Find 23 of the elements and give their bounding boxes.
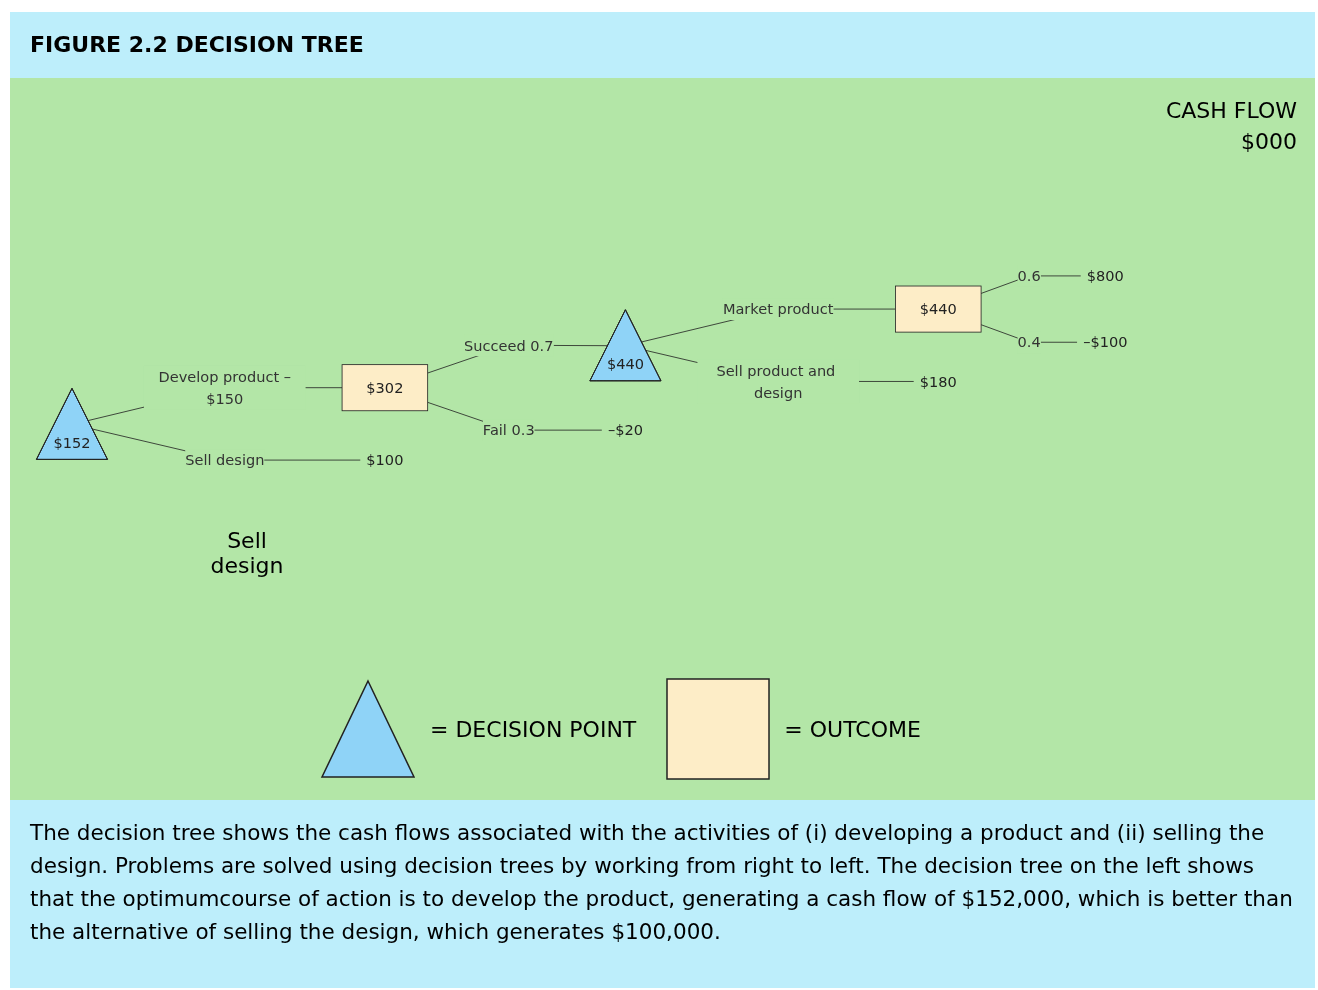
connector [980,324,1078,343]
edge-label: Sell product and design [716,362,836,401]
figure-title: FIGURE 2.2 DECISION TREE [10,12,1315,78]
node-text: $800 [1086,267,1124,285]
edge-label: Succeed 0.7 [464,336,554,354]
node-text: –$100 [1083,333,1128,351]
node-box: $302 [341,364,429,412]
edge-label: 0.6 [1017,267,1041,285]
legend-text: = DECISION POINT [430,716,637,742]
edge-label: Develop product –$150 [158,368,292,408]
edge-label: 0.4 [1017,333,1041,351]
diagram-label: $000 [1240,129,1297,154]
diagram-label: Sell design [209,528,285,578]
node-text: $100 [366,451,404,469]
legend-text: = OUTCOME [784,716,921,742]
edge-label: Sell design [185,451,265,469]
node-text: –$20 [607,421,643,439]
node-text: $180 [919,372,957,390]
node-box: $440 [895,285,982,333]
edge-label: Market product [722,300,834,318]
caption-text: The decision tree shows the cash flows associated with the activities of (i) developing a product and (ii) selling the design. Problems are solved using decision trees by working from right to left. The decision tree on the left shows that the optimumcourse of action is to develop the product, generating a cash flow of $152,000, which is better than the alternative of selling the design, which generates $100,000. [10,800,1315,988]
edge-label: Fail 0.3 [482,421,535,439]
diagram-label: CASH FLOW [1165,98,1297,123]
